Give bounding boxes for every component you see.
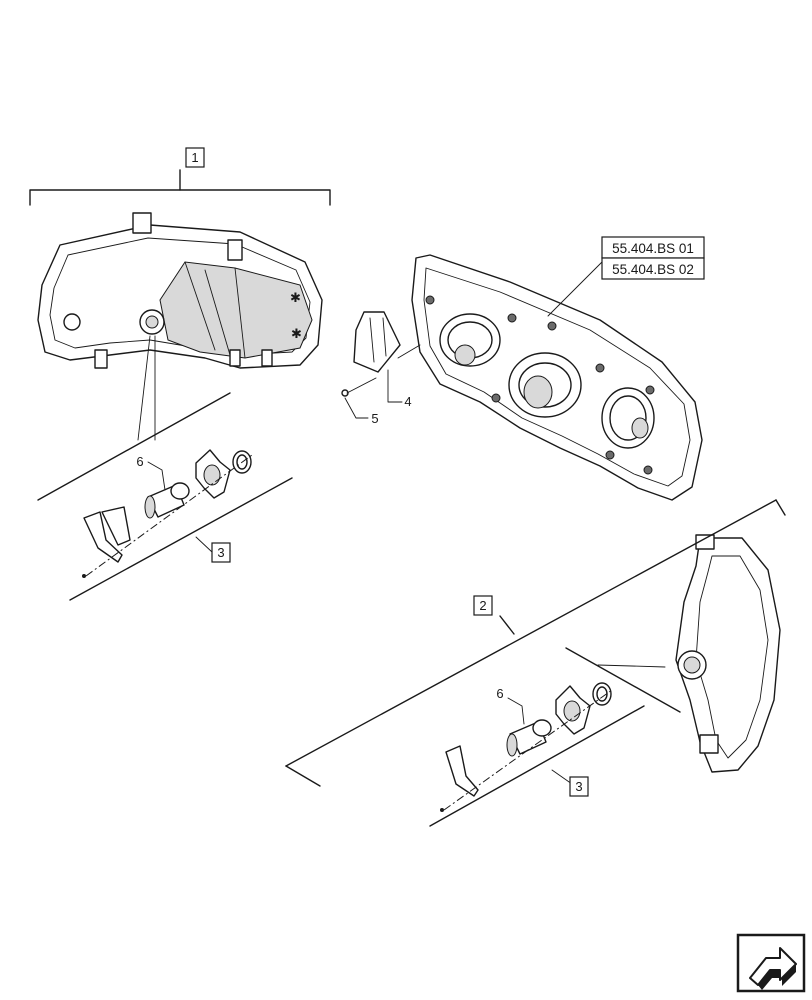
bulb-kit-left [82,449,253,578]
bulb-kit-right [440,682,613,812]
svg-text:5: 5 [371,411,378,426]
callout-3-left: 3 [211,542,231,563]
svg-text:6: 6 [496,686,503,701]
reference-box-2[interactable]: 55.404.BS 02 [601,257,705,280]
callout-5: 5 [371,411,378,426]
callout-1: 1 [185,147,205,168]
snowflake-icon-lower: ✱ [291,326,302,341]
svg-text:3: 3 [217,545,224,560]
gasket-and-screw [341,311,421,419]
instrument-panel-housing [411,254,703,501]
svg-text:6: 6 [136,454,143,469]
callout-4: 4 [404,394,411,409]
next-page-arrow-icon[interactable] [736,933,806,993]
svg-text:55.404.BS 02: 55.404.BS 02 [612,262,694,277]
callout-6-left: 6 [136,454,143,469]
callout-2: 2 [473,595,493,616]
callout-3-right: 3 [569,776,589,797]
snowflake-icon-upper: ✱ [290,290,301,305]
svg-text:3: 3 [575,779,582,794]
svg-text:1: 1 [191,150,198,165]
reference-box-1[interactable]: 55.404.BS 01 [601,236,705,259]
callout-6-right: 6 [496,686,503,701]
headlamp-left-assembly: ✱ ✱ [29,169,331,601]
svg-text:2: 2 [479,598,486,613]
headlamp-right-assembly [285,499,786,827]
svg-text:4: 4 [404,394,411,409]
svg-text:55.404.BS 01: 55.404.BS 01 [612,241,694,256]
